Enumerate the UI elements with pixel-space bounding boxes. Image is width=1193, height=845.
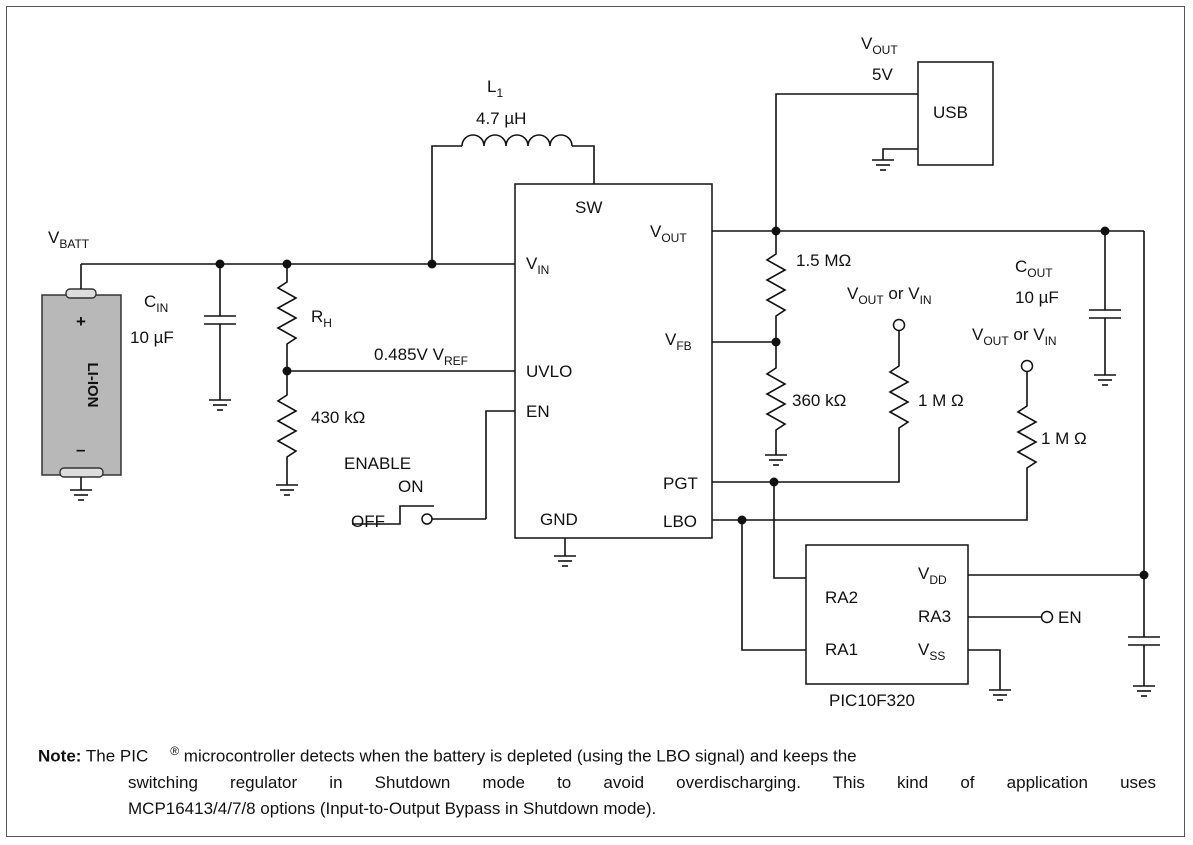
mcu-pin-vss: VSS xyxy=(918,640,945,663)
regulator-ic xyxy=(514,183,713,539)
pin-lbo: LBO xyxy=(663,512,697,531)
cin-value: 10 µF xyxy=(130,328,174,347)
enable-switch[interactable] xyxy=(352,505,486,525)
cout-capacitor xyxy=(1089,231,1121,386)
r-low-value: 430 kΩ xyxy=(311,408,365,427)
pin-en: EN xyxy=(526,402,550,421)
l1-label: L1 xyxy=(487,77,503,100)
battery-minus: – xyxy=(76,440,85,459)
pin-uvlo: UVLO xyxy=(526,362,572,381)
pullup-pgt xyxy=(712,318,910,487)
note-line-3: MCP16413/4/7/8 options (Input-to-Output … xyxy=(128,798,657,818)
enable-label: ENABLE xyxy=(344,454,411,473)
cin-capacitor xyxy=(204,264,236,411)
mcu-ic xyxy=(805,544,969,685)
inductor-l1 xyxy=(431,134,595,264)
vdd-decoupling-capacitor xyxy=(1128,575,1160,697)
battery: + – LI-ION xyxy=(41,288,122,478)
mcu-name: PIC10F320 xyxy=(829,691,915,710)
battery-plus: + xyxy=(76,312,86,331)
diagram-frame xyxy=(6,6,1185,837)
registered-mark: ® xyxy=(170,744,180,758)
cin-label: CIN xyxy=(144,292,168,315)
pullup-lbo xyxy=(712,359,1038,525)
mcu-en-terminal xyxy=(1040,610,1054,624)
pullup1-supply: VOUT or VIN xyxy=(847,284,932,307)
l1-value: 4.7 µH xyxy=(476,109,526,128)
mcu-pin-ra1: RA1 xyxy=(825,640,858,659)
fb-divider xyxy=(764,231,788,466)
pin-sw: SW xyxy=(575,198,602,217)
mcu-en-label: EN xyxy=(1058,608,1082,627)
pin-gnd: GND xyxy=(540,510,578,529)
switch-off-label: OFF xyxy=(351,512,385,531)
pin-vout: VOUT xyxy=(650,222,687,245)
pin-vfb: VFB xyxy=(665,330,692,353)
note-line-1: Note: The PIC® microcontroller detects w… xyxy=(38,744,857,766)
usb-label: USB xyxy=(933,103,968,122)
note-text: Note: The PIC® microcontroller detects w… xyxy=(38,738,1156,822)
vref-label: 0.485V VREF xyxy=(374,345,468,368)
usb-voltage: 5V xyxy=(872,65,893,84)
note-label: Note: xyxy=(38,746,82,766)
cout-label: COUT xyxy=(1015,257,1053,280)
mcu-pin-ra2: RA2 xyxy=(825,588,858,607)
vbatt-label: VBATT xyxy=(48,228,90,251)
cout-value: 10 µF xyxy=(1015,288,1059,307)
mcu-pin-vdd: VDD xyxy=(918,564,947,587)
pullup2-value: 1 M Ω xyxy=(1041,429,1087,448)
rh-label: RH xyxy=(311,307,332,330)
mcu-pin-ra3: RA3 xyxy=(918,607,951,626)
uvlo-divider xyxy=(275,264,299,496)
battery-chemistry: LI-ION xyxy=(84,363,101,408)
note-line-2: switching regulator in Shutdown mode to … xyxy=(128,772,1156,792)
r-bot-value: 360 kΩ xyxy=(792,391,846,410)
pin-vin: VIN xyxy=(526,254,549,277)
switch-on-label: ON xyxy=(398,477,424,496)
r-top-value: 1.5 MΩ xyxy=(796,251,851,270)
usb-port xyxy=(917,61,994,166)
pullup1-value: 1 M Ω xyxy=(918,391,964,410)
pullup2-supply: VOUT or VIN xyxy=(972,325,1057,348)
usb-vout-label: VOUT xyxy=(861,34,898,57)
pin-pgt: PGT xyxy=(663,474,698,493)
